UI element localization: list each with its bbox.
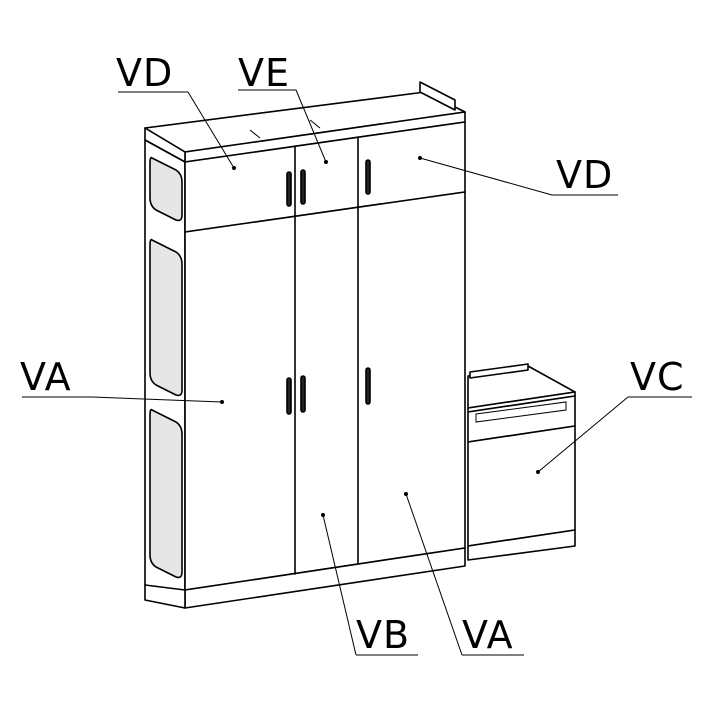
label-ve: VE: [238, 51, 290, 95]
label-va-bottom: VA: [462, 613, 514, 657]
label-vd-right: VD: [556, 153, 613, 197]
main-front: [144, 121, 466, 609]
label-vb: VB: [356, 613, 410, 657]
low-cabinet: [467, 363, 576, 561]
top-crown: [144, 81, 466, 163]
label-vd-top: VD: [116, 51, 173, 95]
label-va-left: VA: [20, 355, 72, 399]
leader-lines: [22, 89, 692, 656]
left-side-panel: [144, 139, 186, 606]
label-vc: VC: [630, 355, 685, 399]
